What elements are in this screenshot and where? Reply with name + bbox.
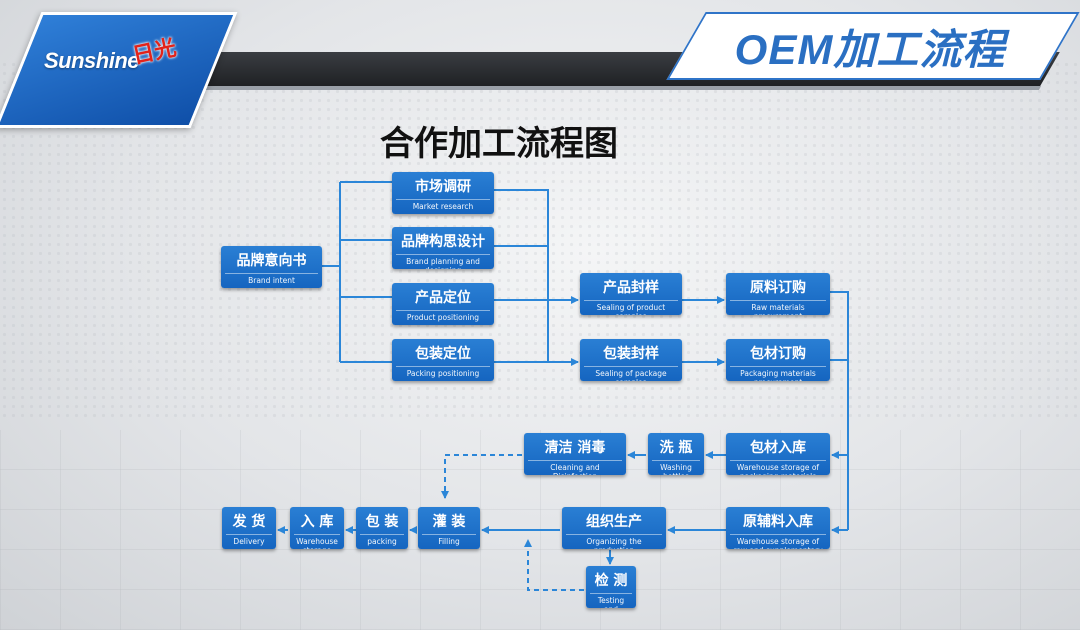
node-en-label: Delivery (226, 534, 272, 546)
node-en-label: Brand intent (225, 273, 318, 285)
node-brand-planning: 品牌构思设计 Brand planning and designing (392, 227, 494, 269)
node-packaging-procurement: 包材订购 Packaging materials procurement (726, 339, 830, 381)
node-cn-label: 原辅料入库 (743, 514, 813, 530)
node-cn-label: 包材订购 (750, 346, 806, 362)
node-en-label: Packing positioning (396, 366, 490, 378)
node-brand-intent: 品牌意向书 Brand intent (221, 246, 322, 288)
node-cn-label: 清洁 消毒 (544, 440, 606, 456)
node-en-label: Organizing the production (566, 534, 662, 549)
node-en-label: Cleaning and Disinfection (528, 460, 622, 475)
node-filling: 灌 装 Filling (418, 507, 480, 549)
node-cn-label: 检 测 (594, 573, 628, 589)
node-cn-label: 包 装 (365, 514, 399, 530)
node-cn-label: 包材入库 (750, 440, 806, 456)
node-delivery: 发 货 Delivery (222, 507, 276, 549)
diagram-title: 合作加工流程图 (380, 124, 618, 164)
node-en-label: Packaging materials procurement (730, 366, 826, 381)
node-washing-bottles: 洗 瓶 Washing bottles (648, 433, 704, 475)
node-production: 组织生产 Organizing the production (562, 507, 666, 549)
node-en-label: Brand planning and designing (396, 254, 490, 269)
node-cn-label: 包装定位 (415, 346, 471, 362)
node-en-label: Washing bottles (652, 460, 700, 475)
node-cn-label: 品牌构思设计 (401, 234, 485, 250)
node-testing: 检 测 Testing and Inspection (586, 566, 636, 608)
node-en-label: Sealing of product samples (584, 300, 678, 315)
node-en-label: Filling (422, 534, 476, 546)
dashed-connector-cleaning-to-filling (441, 454, 522, 499)
node-en-label: Warehouse storage of packaging materials (730, 460, 826, 475)
page-title: OEM加工流程 (734, 26, 1006, 73)
node-cn-label: 包装封样 (603, 346, 659, 362)
node-product-samples: 产品封样 Sealing of product samples (580, 273, 682, 315)
node-en-label: Sealing of package samples (584, 366, 678, 381)
node-packing-positioning: 包装定位 Packing positioning (392, 339, 494, 381)
node-en-label: packing (360, 534, 404, 546)
node-cn-label: 发 货 (232, 514, 266, 530)
node-raw-storage: 原辅料入库 Warehouse storage of raw and suppl… (726, 507, 830, 549)
node-cn-label: 洗 瓶 (659, 440, 693, 456)
node-cn-label: 产品定位 (415, 290, 471, 306)
node-en-label: Raw materials procurement (730, 300, 826, 315)
node-en-label: Testing and Inspection (590, 593, 632, 608)
node-packing: 包 装 packing (356, 507, 408, 549)
node-en-label: Warehouse storage of raw and supplementa… (730, 534, 826, 549)
connector-right-trunk (830, 291, 849, 530)
node-en-label: Warehouse storage (294, 534, 340, 549)
node-cn-label: 产品封样 (603, 280, 659, 296)
connector-research-bus (494, 189, 549, 362)
node-en-label: Product positioning (396, 310, 490, 322)
node-cn-label: 灌 装 (432, 514, 466, 530)
node-cn-label: 品牌意向书 (236, 253, 307, 269)
node-packaging-storage: 包材入库 Warehouse storage of packaging mate… (726, 433, 830, 475)
node-raw-procurement: 原料订购 Raw materials procurement (726, 273, 830, 315)
node-cn-label: 原料订购 (750, 280, 806, 296)
node-en-label: Market research (396, 199, 490, 211)
node-product-positioning: 产品定位 Product positioning (392, 283, 494, 325)
node-market-research: 市场调研 Market research (392, 172, 494, 214)
dashed-connector-testing-loop (524, 539, 584, 591)
node-package-samples: 包装封样 Sealing of package samples (580, 339, 682, 381)
node-cn-label: 市场调研 (415, 179, 471, 195)
node-warehouse: 入 库 Warehouse storage (290, 507, 344, 549)
node-cn-label: 组织生产 (586, 514, 642, 530)
brand-logo: Sunshine (44, 48, 140, 73)
node-cleaning: 清洁 消毒 Cleaning and Disinfection (524, 433, 626, 475)
node-cn-label: 入 库 (300, 514, 334, 530)
